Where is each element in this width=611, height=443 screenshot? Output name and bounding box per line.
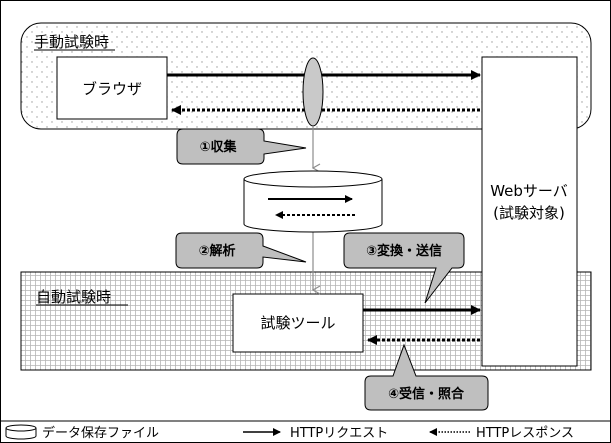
callout-receive-verify-label: ④受信・照合	[388, 386, 465, 402]
legend: データ保存ファイル HTTPリクエスト HTTPレスポンス	[0, 420, 611, 441]
capture-ellipse	[302, 57, 324, 127]
auto-region-label: 自動試験時	[36, 288, 111, 306]
callout-collect-label: ①収集	[199, 139, 237, 155]
test-tool-label: 試験ツール	[260, 314, 335, 332]
callout-convert-send: ③変換・送信	[343, 232, 465, 304]
legend-response-label: HTTPレスポンス	[476, 426, 574, 441]
web-server-box: Webサーバ (試験対象)	[481, 56, 578, 367]
callout-receive-verify: ④受信・照合	[364, 343, 489, 411]
browser-label: ブラウザ	[82, 80, 142, 98]
legend-storage: データ保存ファイル	[5, 424, 159, 441]
callout-convert-send-label: ③変換・送信	[366, 243, 442, 259]
test-tool-box: 試験ツール	[232, 293, 364, 353]
callout-analyze-label: ②解析	[198, 243, 235, 259]
callout-collect: ①収集	[176, 128, 307, 165]
web-server-label-line2: (試験対象)	[493, 204, 565, 222]
legend-request-label: HTTPリクエスト	[290, 426, 388, 441]
storage-cylinder	[243, 170, 383, 233]
callout-analyze: ②解析	[175, 232, 307, 269]
web-server-label-line1: Webサーバ	[490, 182, 568, 200]
browser-box: ブラウザ	[56, 56, 168, 120]
legend-response: HTTPレスポンス	[429, 426, 574, 441]
storage-icon	[5, 424, 37, 432]
legend-request: HTTPリクエスト	[243, 426, 388, 441]
legend-storage-label: データ保存ファイル	[42, 425, 159, 441]
manual-region-label: 手動試験時	[34, 33, 109, 51]
